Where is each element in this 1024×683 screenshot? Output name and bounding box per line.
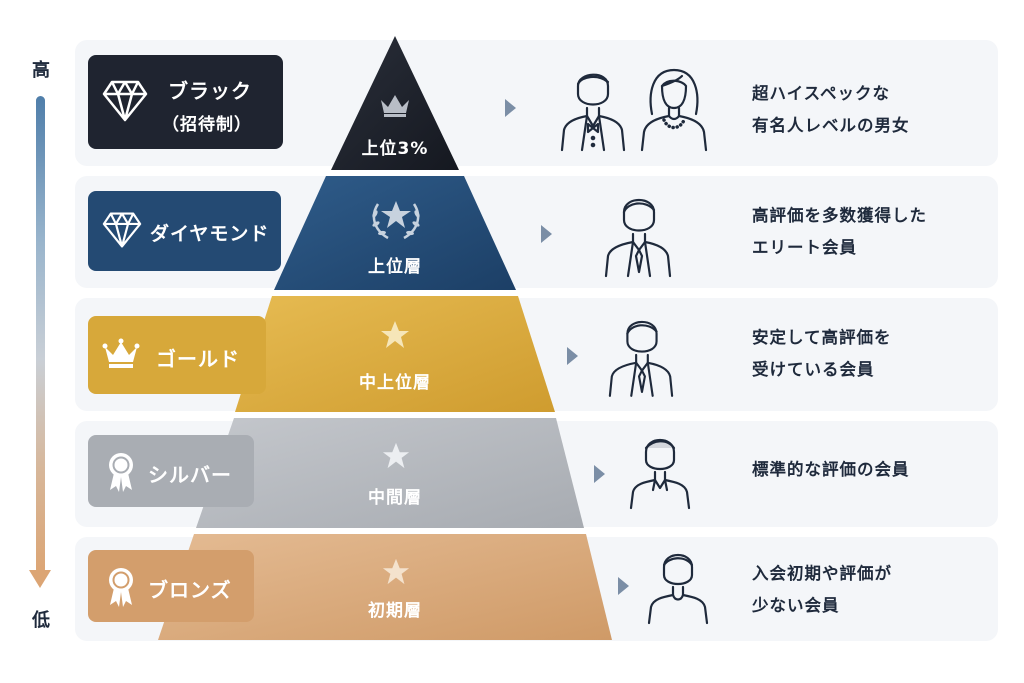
arrow-right-icon: [594, 465, 605, 483]
man-casual-icon: [629, 438, 691, 510]
person-basic-icon: [647, 553, 709, 625]
tier-badge-gold: ゴールド: [88, 316, 266, 394]
diamond-icon: [102, 80, 148, 122]
man-suit-icon: [604, 198, 672, 278]
tier-description-bronze: 入会初期や評価が 少ない会員: [752, 558, 892, 622]
tier-description-gold: 安定して高評価を 受けている会員: [752, 322, 892, 386]
tier-badge-bronze: ブロンズ: [88, 550, 254, 622]
tier-badge-diamond: ダイヤモンド: [88, 191, 281, 271]
tier-badge-silver: シルバー: [88, 435, 254, 507]
layer-label-silver: 中間層: [368, 488, 422, 508]
pyramid-layer-gold: [235, 296, 555, 412]
arrow-right-icon: [567, 347, 578, 365]
tier-name-diamond: ダイヤモンド: [150, 223, 270, 245]
layer-label-gold: 中上位層: [359, 373, 431, 393]
layer-label-diamond: 上位層: [368, 257, 422, 277]
layer-label-bronze: 初期層: [368, 601, 422, 621]
man-suit-icon: [608, 320, 674, 397]
description-line: 有名人レベルの男女: [752, 116, 910, 135]
crown-icon: [102, 338, 140, 368]
description-line: 受けている会員: [752, 360, 875, 379]
description-line: 高評価を多数獲得した: [752, 206, 927, 225]
tier-badge-black: ブラック （招待制）: [88, 55, 283, 149]
pyramid-layer-silver: [196, 418, 584, 528]
tier-name-bronze: ブロンズ: [148, 578, 232, 602]
description-line: 標準的な評価の会員: [752, 460, 910, 479]
description-line: エリート会員: [752, 238, 857, 257]
man-tuxedo-icon: [560, 73, 626, 152]
description-line: 安定して高評価を: [752, 328, 892, 347]
laurel-star-icon: [372, 201, 420, 240]
medal-icon: [109, 453, 133, 492]
woman-icon: [640, 68, 708, 152]
tier-description-silver: 標準的な評価の会員: [752, 454, 910, 486]
arrow-right-icon: [541, 225, 552, 243]
axis-high-label: 高: [32, 60, 50, 81]
diamond-icon: [102, 212, 142, 248]
star-icon: [382, 558, 410, 585]
pyramid-layer-diamond: [274, 176, 516, 290]
tier-name-gold: ゴールド: [156, 347, 240, 371]
description-line: 少ない会員: [752, 596, 840, 615]
axis-down-arrow-icon: [29, 570, 51, 588]
star-icon: [382, 442, 410, 469]
pyramid-layer-bronze: [158, 534, 612, 640]
tier-description-black: 超ハイスペックな 有名人レベルの男女: [752, 78, 910, 142]
arrow-right-icon: [618, 577, 629, 595]
description-line: 超ハイスペックな: [752, 84, 891, 103]
star-icon: [381, 321, 409, 348]
tier-sub-black: （招待制）: [162, 115, 252, 135]
tier-description-diamond: 高評価を多数獲得した エリート会員: [752, 200, 927, 264]
tier-name-silver: シルバー: [148, 463, 232, 487]
axis-low-label: 低: [32, 610, 50, 631]
rank-gradient-axis: [36, 96, 45, 574]
tier-name-black: ブラック: [168, 79, 252, 103]
layer-label-black: 上位3%: [361, 139, 429, 159]
arrow-right-icon: [505, 99, 516, 117]
medal-icon: [109, 568, 133, 607]
description-line: 入会初期や評価が: [752, 564, 892, 583]
crown-icon: [381, 95, 409, 117]
